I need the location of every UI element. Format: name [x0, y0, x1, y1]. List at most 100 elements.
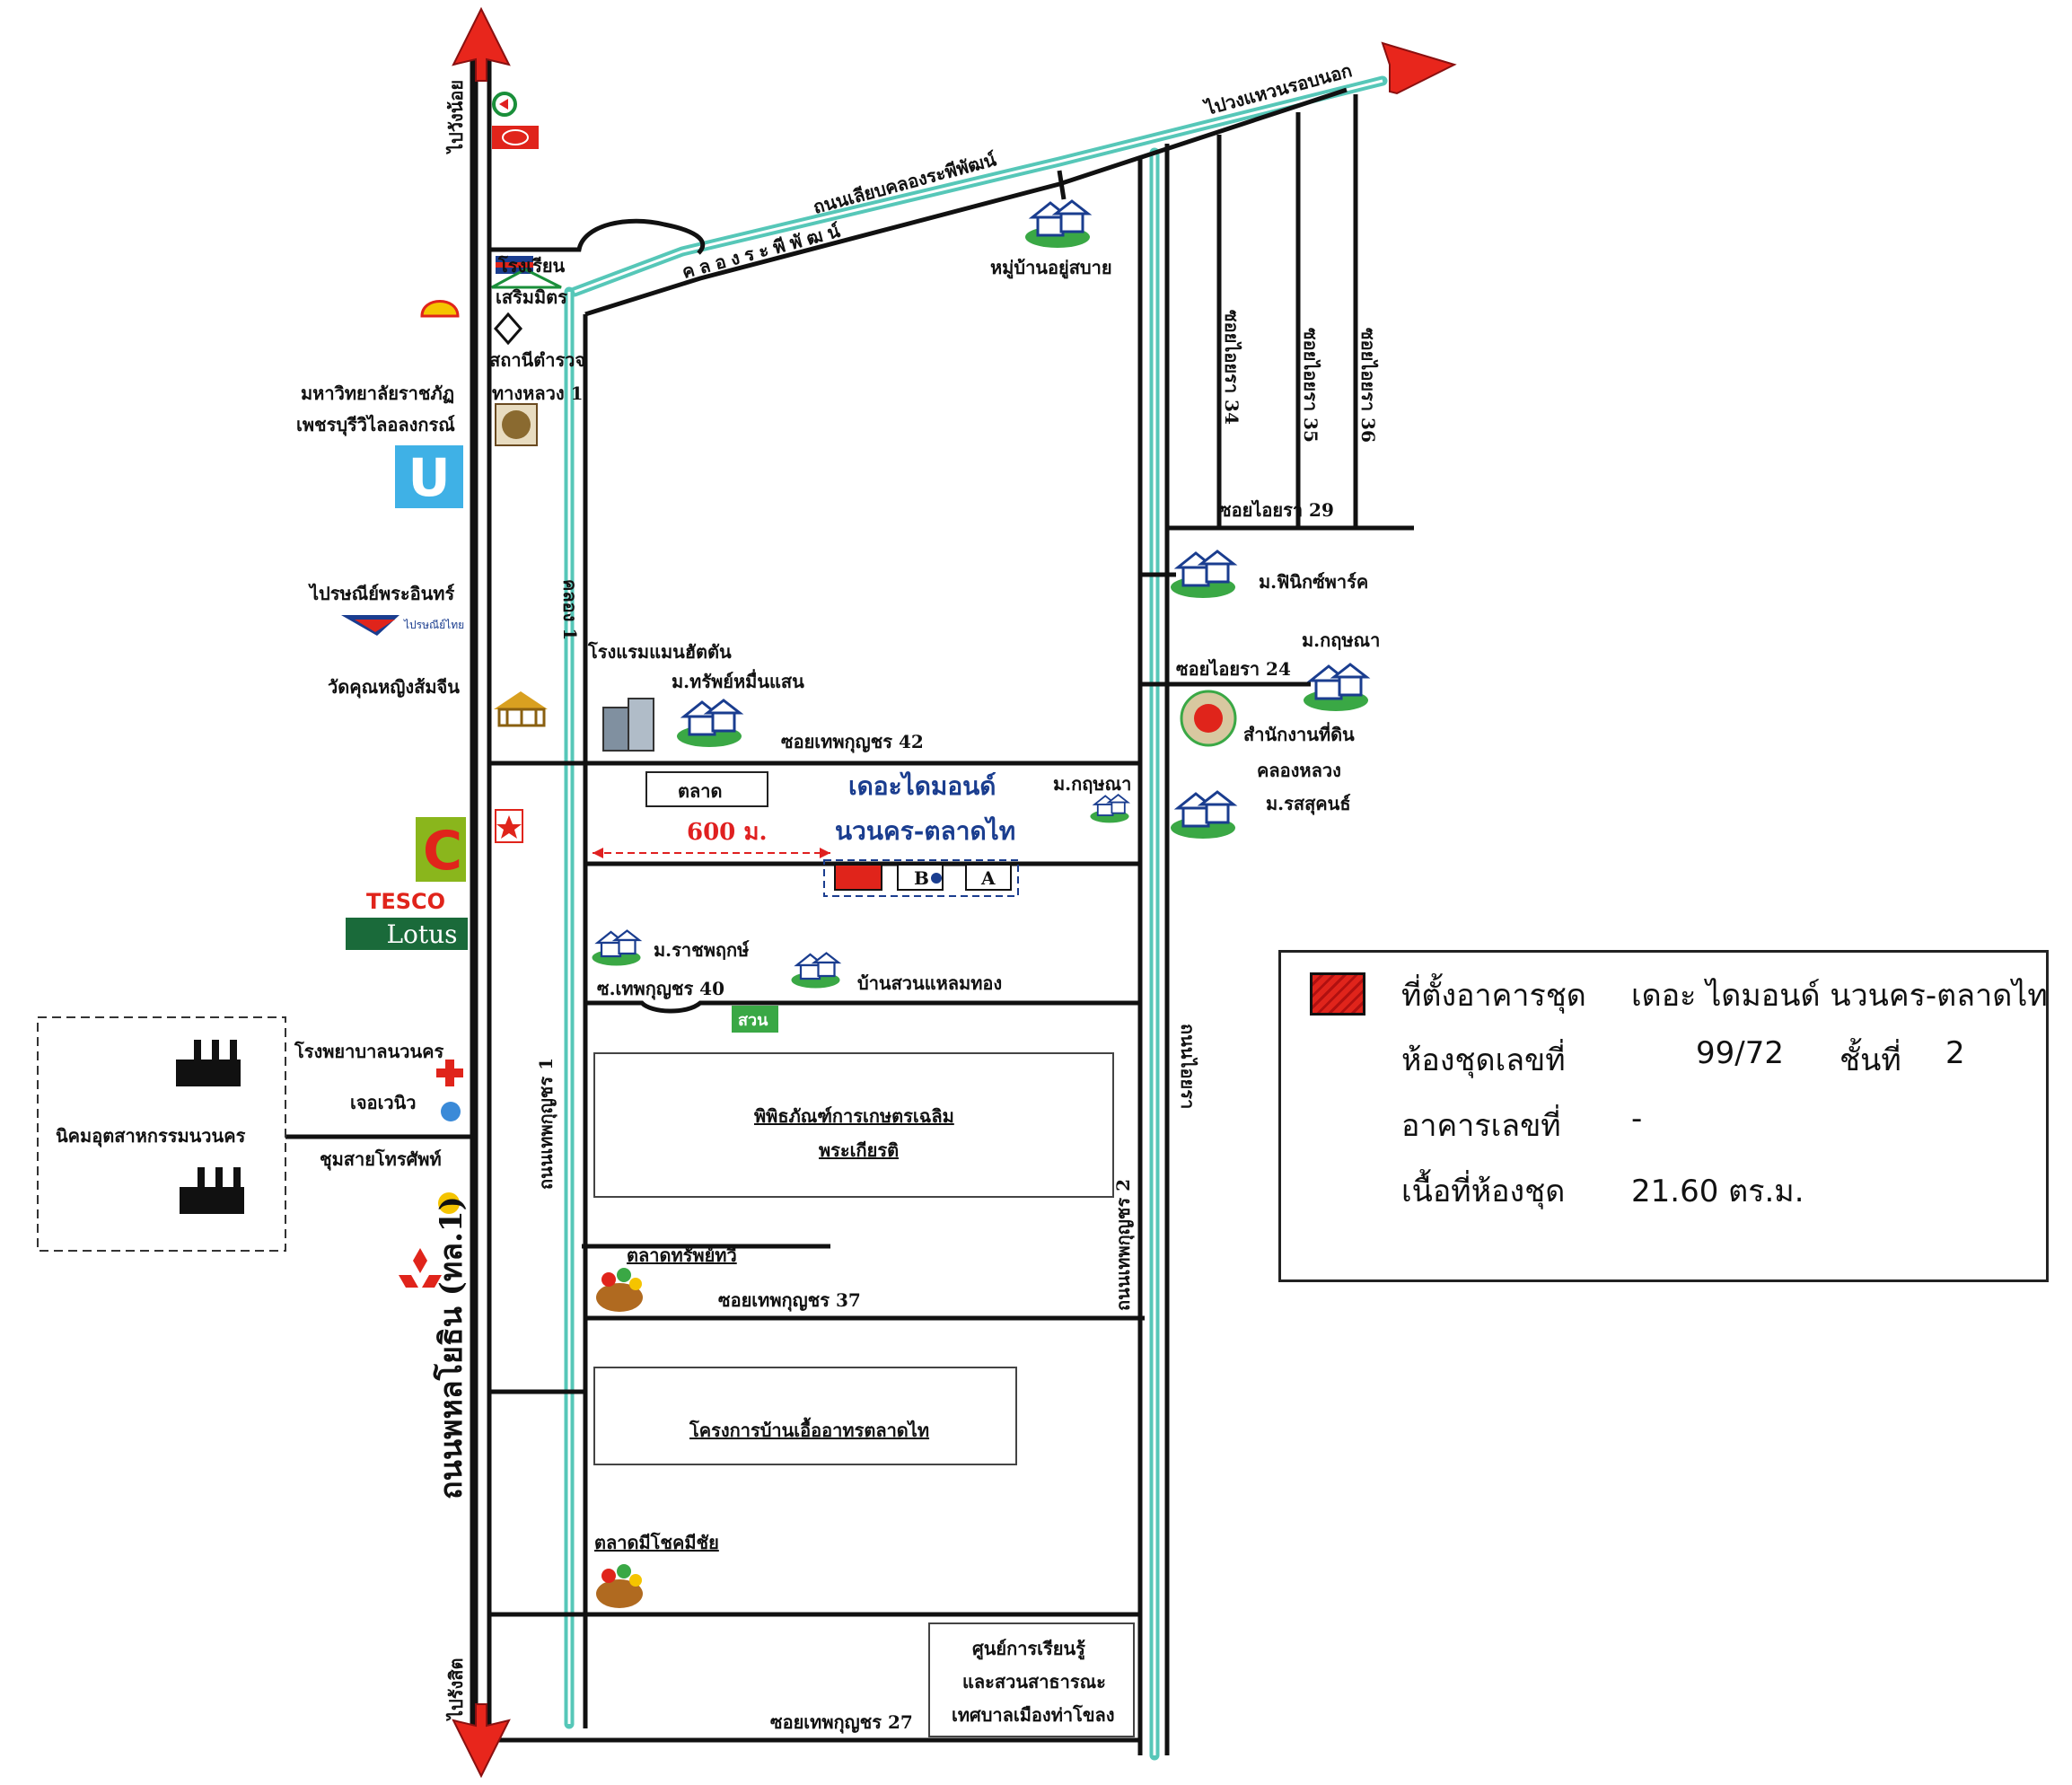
bigc-logo-label: C — [423, 820, 462, 883]
project-location-marker — [834, 864, 882, 891]
label-temple: วัดคุณหญิงส้มจีน — [328, 676, 460, 699]
thailand-post-logo-icon: ไปรษณีย์ไทย — [341, 615, 464, 636]
village-house-icon — [592, 929, 643, 966]
arrow-south — [452, 1703, 511, 1779]
hotel-building-icon — [602, 698, 654, 752]
label-ratchaphruek: ม.ราชพฤกษ์ — [654, 939, 750, 961]
label-soi40: ซ.เทพกุญชร 40 — [597, 978, 724, 1000]
label-school2: เสริมมิตร — [496, 286, 567, 308]
fruit-basket-icon — [596, 1564, 643, 1608]
label-soi36: ซอยไอยรา 36 — [1357, 328, 1379, 443]
label-project-name1: เดอะไดมอนด์ — [848, 771, 996, 801]
tesco-label: TESCO — [366, 889, 445, 914]
label-to-wangnoi: ไปวังน้อย — [445, 80, 467, 154]
label-learning1: ศูนย์การเรียนรู้ — [972, 1638, 1085, 1661]
legend-location-label: ที่ตั้งอาคารชุด — [1401, 978, 1586, 1014]
label-rajabhat2: เพชรบุรีวิไลอลงกรณ์ — [296, 414, 455, 436]
arrow-north — [452, 6, 511, 82]
label-school: โรงเรียน — [497, 255, 566, 277]
map-labels: ไปวังน้อย ไปรังสิต ถนนพหลโยธิน (ทล.1) คล… — [56, 59, 1380, 1734]
label-market-sap: ตลาดทรัพย์ทวี — [627, 1244, 737, 1266]
industrial-zone — [37, 1016, 286, 1252]
label-police: สถานีตำรวจ — [489, 349, 585, 371]
hospital-cross-icon — [436, 1060, 463, 1086]
fruit-basket-icon — [596, 1268, 643, 1312]
bigc-logo-icon: C — [416, 817, 466, 883]
top-loop-road — [489, 218, 706, 255]
label-building-b: B — [914, 867, 929, 889]
legend-box: ที่ตั้งอาคารชุด เดอะ ไดมอนด์ นวนคร-ตลาดไ… — [1278, 950, 2049, 1282]
bank-logo-icon — [438, 1192, 460, 1214]
legend-room-label: ห้องชุดเลขที่ — [1401, 1042, 1566, 1078]
caltex-logo-icon — [495, 809, 523, 843]
village-house-icon — [1090, 794, 1131, 823]
label-telephone: ชุมสายโทรศัพท์ — [320, 1148, 442, 1171]
housing-project-box — [593, 1367, 1017, 1465]
u-logo-icon: U — [395, 445, 463, 508]
label-industrial: นิคมอุตสาหกรรมนวนคร — [56, 1125, 246, 1148]
label-housing-project: โครงการบ้านเอื้ออาทรตลาดไท — [689, 1417, 929, 1441]
label-rajabhat1: มหาวิทยาลัยราชภัฏ — [301, 382, 454, 404]
label-market: ตลาด — [678, 780, 722, 802]
label-rossukon: ม.รสสุคนธ์ — [1266, 793, 1351, 815]
project-zone — [823, 859, 1019, 897]
village-house-icon — [791, 952, 842, 989]
label-kritsana: ม.กฤษณา — [1302, 629, 1380, 651]
tesco-lotus-logo-icon: TESCO Lotus — [346, 887, 468, 950]
legend-floor-label: ชั้นที่ — [1839, 1042, 1901, 1078]
label-aiyara: ถนนไอยรา — [1177, 1024, 1198, 1109]
market-box — [645, 771, 768, 807]
village-house-icon — [1171, 550, 1238, 598]
label-village-kritsana-small: ม.กฤษณา — [1053, 773, 1131, 795]
arrow-northeast — [1381, 41, 1457, 95]
label-jay: เจอเวนิว — [350, 1092, 417, 1113]
school-icon — [491, 256, 562, 289]
legend-floor-value: 2 — [1945, 1035, 1965, 1071]
land-office-seal-icon — [1180, 690, 1237, 747]
label-market-mochai: ตลาดมีโชคมีชัย — [594, 1532, 719, 1553]
label-museum1: พิพิธภัณฑ์การเกษตรเฉลิม — [754, 1105, 954, 1127]
village-house-icon — [677, 699, 744, 747]
legend-room-value: 99/72 — [1696, 1035, 1784, 1071]
label-soi29: ซอยไอยรา 29 — [1219, 499, 1334, 521]
toyota-logo-icon — [492, 126, 539, 149]
legend-area-label: เนื้อที่ห้องชุด — [1401, 1174, 1566, 1209]
label-soi27: ซอยเทพกุญชร 27 — [770, 1711, 913, 1734]
label-soi24: ซอยไอยรา 24 — [1176, 658, 1291, 680]
label-soi37: ซอยเทพกุญชร 37 — [718, 1289, 861, 1312]
soi40-road — [585, 1000, 1140, 1014]
label-building-a: A — [980, 867, 996, 889]
police-badge-icon — [494, 312, 522, 346]
canals — [564, 75, 1388, 1761]
legend-location-value: เดอะ ไดมอนด์ นวนคร-ตลาดไท — [1631, 978, 2048, 1014]
university-seal-icon — [495, 403, 538, 446]
legend-location-swatch — [1310, 972, 1365, 1016]
label-thepkunchon2: ถนนเทพกุญชร 2 — [1112, 1179, 1135, 1311]
label-project-name2: นวนคร-ตลาดไท — [835, 816, 1015, 846]
museum-box — [593, 1052, 1114, 1198]
shell-logo-icon — [420, 300, 460, 318]
thailand-post-label: ไปรษณีย์ไทย — [403, 619, 464, 631]
label-phoenix: ม.ฟินิกซ์พาร์ค — [1259, 571, 1368, 593]
legend-building-label: อาคารเลขที่ — [1401, 1108, 1561, 1144]
label-phahonyothin: ถนนพหลโยธิน (ทล.1) — [433, 1196, 470, 1499]
label-learning3: เทศบาลเมืองท่าโขลง — [952, 1704, 1115, 1726]
village-house-icon — [1171, 790, 1238, 839]
factory-icon — [176, 1040, 241, 1086]
learning-center-box — [928, 1622, 1135, 1737]
label-police2: ทางหลวง 1 — [492, 382, 584, 404]
label-post-office: ไปรษณีย์พระอินทร์ — [308, 583, 454, 604]
label-hospital: โรงพยาบาลนวนคร — [294, 1041, 444, 1062]
label-learning2: และสวนสาธารณะ — [962, 1671, 1106, 1693]
label-khlong1: คลอง 1 — [559, 579, 581, 640]
label-soi35: ซอยไอยรา 35 — [1300, 328, 1321, 443]
label-park: สวน — [738, 1011, 768, 1030]
label-land-office1: สำนักงานที่ดิน — [1243, 721, 1355, 745]
telephone-logo-icon — [441, 1102, 461, 1121]
rapi-road — [584, 87, 1348, 317]
label-soi34: ซอยไอยรา 34 — [1221, 310, 1242, 425]
temple-icon — [494, 691, 548, 727]
label-village-sap: ม.ทรัพย์หมื่นแสน — [672, 668, 804, 692]
